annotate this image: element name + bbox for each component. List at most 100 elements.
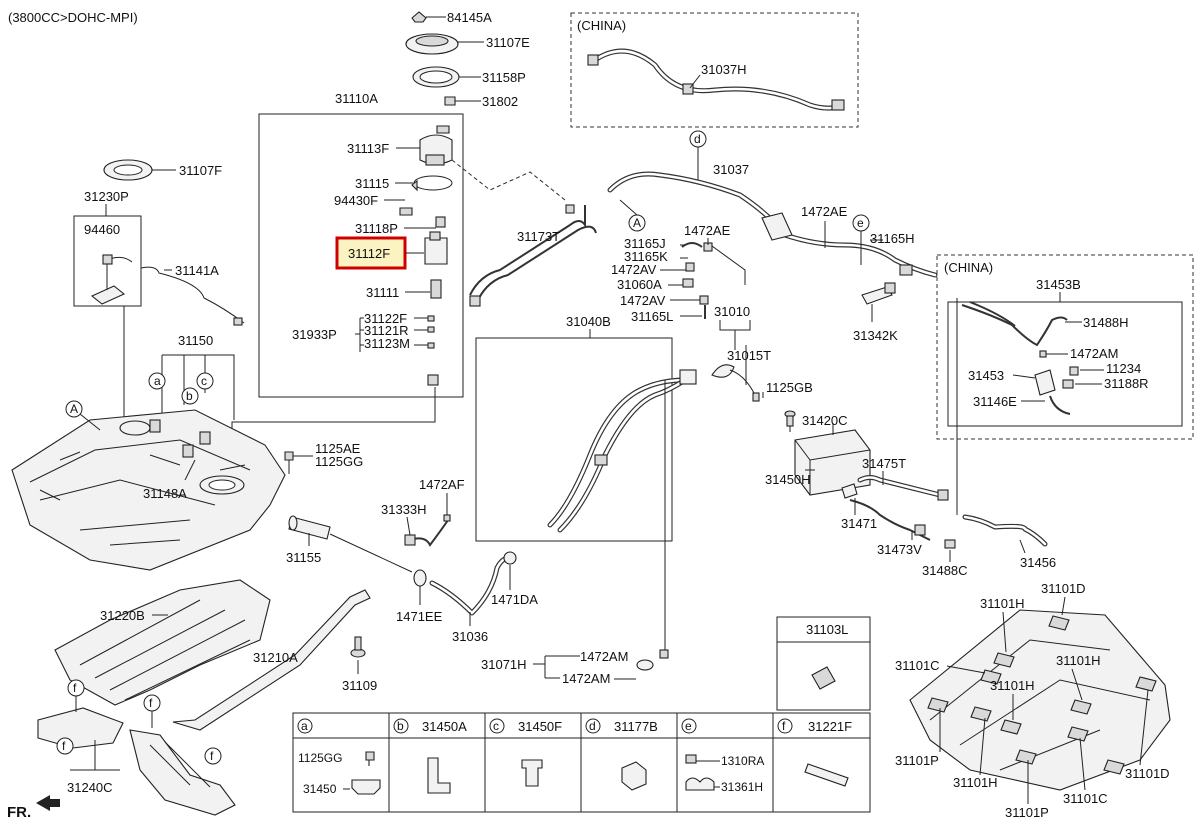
legend-letter-f: f	[782, 719, 786, 733]
part-label-1471DA: 1471DA	[491, 592, 538, 607]
part-label-31060A: 31060A	[617, 277, 662, 292]
filler-pipe-31040B	[547, 369, 697, 533]
part-label-31155: 31155	[286, 550, 321, 565]
china-region-box-right	[936, 254, 1194, 440]
bolt-31109	[350, 636, 366, 658]
callout-c-tank-label: c	[201, 374, 207, 388]
part-label-31471: 31471	[841, 516, 877, 531]
part-label-31333H: 31333H	[381, 502, 427, 517]
part-label-31165L: 31165L	[631, 309, 673, 324]
part-label-31103L: 31103L	[806, 622, 848, 637]
tank-strap-31210A	[172, 589, 371, 731]
legend-letter-e: e	[685, 719, 692, 733]
part-label-1472AV-b: 1472AV	[620, 293, 666, 308]
part-label-1125AE: 1125AE	[315, 441, 361, 456]
part-label-31101H-c: 31101H	[990, 678, 1035, 693]
part-label-31488H: 31488H	[1083, 315, 1129, 330]
legend-a-bracket-icon	[351, 779, 381, 795]
part-label-31101H-a: 31101H	[980, 596, 1025, 611]
tube-31173T	[469, 204, 597, 307]
callout-f-1-label: f	[73, 681, 77, 695]
legend-header-d: d 31177B	[585, 718, 658, 734]
part-label-31220B: 31220B	[100, 608, 145, 623]
legend-letter-d: d	[589, 719, 596, 733]
part-label-31101D-a: 31101D	[1041, 581, 1086, 596]
part-label-31165K: 31165K	[624, 249, 668, 264]
part-label-31230P: 31230P	[84, 189, 129, 204]
china-region-label-right: (CHINA)	[944, 260, 993, 275]
legend-header-c: c 31450F	[489, 718, 562, 734]
part-label-31101C-a: 31101C	[895, 658, 940, 673]
part-label-31342K: 31342K	[853, 328, 898, 343]
part-label-31473V: 31473V	[877, 542, 922, 557]
part-label-1125GB: 1125GB	[766, 380, 813, 395]
part-label-31453: 31453	[968, 368, 1004, 383]
part-label-31113F: 31113F	[347, 141, 389, 156]
legend-c-bracket-icon	[521, 759, 543, 787]
callout-f-3	[56, 737, 74, 755]
callout-d-vapor-label: d	[694, 132, 701, 146]
part-label-31802: 31802	[482, 94, 518, 109]
part-label-31101C-b: 31101C	[1063, 791, 1108, 806]
legend-part-c: 31450F	[518, 719, 562, 734]
part-label-31101H-d: 31101H	[953, 775, 998, 790]
callout-A-tank-label: A	[70, 402, 78, 416]
part-label-31240C: 31240C	[67, 780, 113, 795]
part-label-31040B: 31040B	[566, 314, 611, 329]
front-indicator: FR.	[7, 804, 31, 820]
part-label-31453B: 31453B	[1036, 277, 1081, 292]
valve-31342K	[861, 282, 896, 305]
fuel-tank	[11, 409, 286, 571]
part-label-31158P: 31158P	[482, 70, 526, 85]
part-label-1472AM-c: 1472AM	[1070, 346, 1118, 361]
highlighted-part-box[interactable]	[335, 236, 407, 270]
hose-31036	[413, 551, 517, 616]
callout-b-tank	[181, 387, 199, 405]
legend-e-nut-icon	[685, 754, 697, 764]
legend-letter-c: c	[493, 719, 499, 733]
part-label-31118P: 31118P	[355, 221, 398, 236]
front-arrow-icon	[36, 795, 60, 811]
legend-d-clip-icon	[621, 761, 647, 791]
hose-31333H	[404, 514, 451, 547]
part-label-31123M: 31123M	[364, 336, 410, 351]
part-label-31188R: 31188R	[1104, 376, 1149, 391]
callout-f-4	[204, 747, 222, 765]
part-label-31010: 31010	[714, 304, 750, 319]
part-label-31141A: 31141A	[175, 263, 219, 278]
legend-header-a: a	[297, 718, 313, 734]
legend-e-item-2: 31361H	[721, 780, 763, 794]
part-label-31107F: 31107F	[179, 163, 222, 178]
legend-e-clamp-icon	[685, 777, 715, 791]
legend-header-b: b 31450A	[393, 718, 467, 734]
legend-part-d: 31177B	[614, 719, 658, 734]
part-label-1472AE-b: 1472AE	[801, 204, 848, 219]
tank-pads-assembly	[909, 609, 1171, 791]
callout-f-2-label: f	[149, 696, 153, 710]
pump-cap-parts	[405, 11, 460, 106]
part-label-31036: 31036	[452, 629, 488, 644]
callout-e-vapor-label: e	[857, 216, 864, 230]
part-label-1471EE: 1471EE	[396, 609, 443, 624]
callout-f-3-label: f	[62, 739, 66, 753]
legend-letter-b: b	[397, 719, 404, 733]
legend-f-pad-icon	[804, 763, 849, 787]
part-label-31101P-b: 31101P	[1005, 805, 1049, 820]
canister-31420C	[784, 410, 871, 496]
protectors-31240C	[37, 707, 236, 816]
part-label-11234: 11234	[1106, 361, 1141, 376]
part-label-31933P: 31933P	[292, 327, 337, 342]
part-label-31456: 31456	[1020, 555, 1056, 570]
part-label-31107E: 31107E	[486, 35, 530, 50]
part-label-31037: 31037	[713, 162, 749, 177]
part-label-31112F[interactable]: 31112F	[348, 246, 390, 261]
part-label-84145A: 84145A	[447, 10, 492, 25]
filler-cap-31010	[711, 364, 760, 402]
callout-a-tank-label: a	[154, 374, 161, 388]
part-label-31111: 31111	[366, 285, 399, 300]
part-label-1472AV-a: 1472AV	[611, 262, 657, 277]
engine-spec-label: (3800CC>DOHC-MPI)	[8, 10, 138, 25]
part-label-31109: 31109	[342, 678, 377, 693]
pad-31103L-box	[776, 616, 871, 711]
